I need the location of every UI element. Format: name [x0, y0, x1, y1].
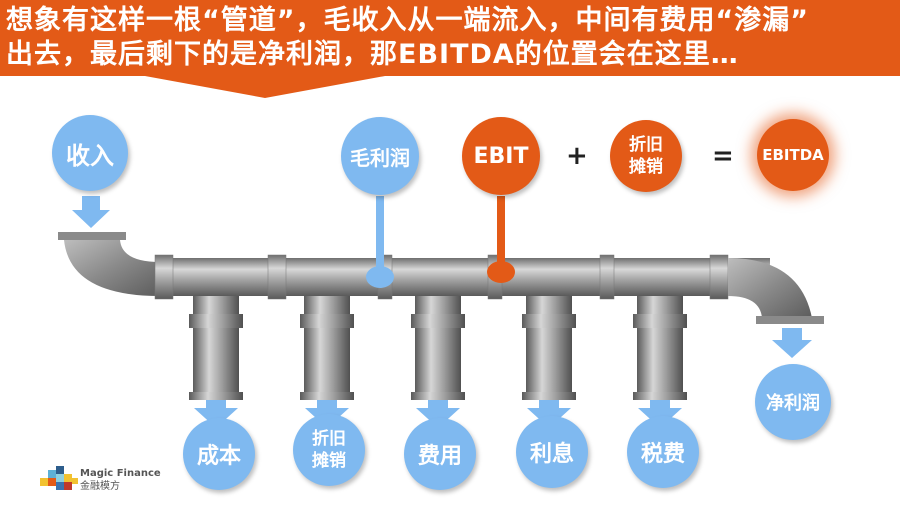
ebitda-label: EBITDA — [762, 146, 824, 164]
outflow-expense-node: 费用 — [404, 418, 476, 490]
equals-operator: = — [712, 141, 734, 171]
banner-notch — [145, 76, 385, 98]
da-label: 折旧 摊销 — [629, 135, 663, 177]
left-elbow — [58, 232, 160, 296]
income-node: 收入 — [52, 115, 128, 191]
ebit-marker — [487, 261, 515, 283]
ebitda-node: EBITDA — [757, 119, 829, 191]
outflow-label: 折旧 摊销 — [312, 429, 346, 471]
outflow-depreciation-node: 折旧 摊销 — [293, 414, 365, 486]
net-profit-label: 净利润 — [766, 393, 820, 414]
gross-profit-label: 毛利润 — [350, 145, 410, 170]
outflow-interest-node: 利息 — [516, 416, 588, 488]
gross-profit-stick — [376, 196, 384, 276]
right-elbow — [728, 258, 824, 324]
gross-profit-node: 毛利润 — [341, 117, 419, 195]
outflow-label: 费用 — [417, 444, 462, 469]
logo-name-cn: 金融模方 — [80, 481, 120, 492]
outflow-tax-node: 税费 — [627, 416, 699, 488]
ebit-stick — [497, 196, 505, 276]
gross-profit-marker — [366, 266, 394, 288]
net-profit-arrow — [772, 328, 812, 358]
outflow-cost-node: 成本 — [183, 418, 255, 490]
income-arrow — [72, 196, 110, 228]
outflow-label: 税费 — [640, 442, 685, 467]
outflow-label: 成本 — [196, 444, 241, 469]
outflow-label: 利息 — [529, 442, 574, 467]
logo-icon — [40, 466, 78, 490]
ebit-node: EBIT — [462, 117, 540, 195]
income-label: 收入 — [66, 141, 114, 170]
main-pipe — [155, 258, 770, 296]
depreciation-amortization-node: 折旧 摊销 — [610, 120, 682, 192]
plus-operator: + — [566, 141, 588, 171]
banner-line-2: 出去，最后剩下的是净利润，那EBITDA的位置会在这里… — [6, 39, 739, 70]
logo-name-en: Magic Finance — [80, 468, 161, 479]
title-banner: 想象有这样一根“管道”，毛收入从一端流入，中间有费用“渗漏” 出去，最后剩下的是… — [0, 0, 900, 76]
ebit-label: EBIT — [473, 143, 529, 169]
banner-line-1: 想象有这样一根“管道”，毛收入从一端流入，中间有费用“渗漏” — [6, 5, 809, 36]
net-profit-node: 净利润 — [755, 364, 831, 440]
